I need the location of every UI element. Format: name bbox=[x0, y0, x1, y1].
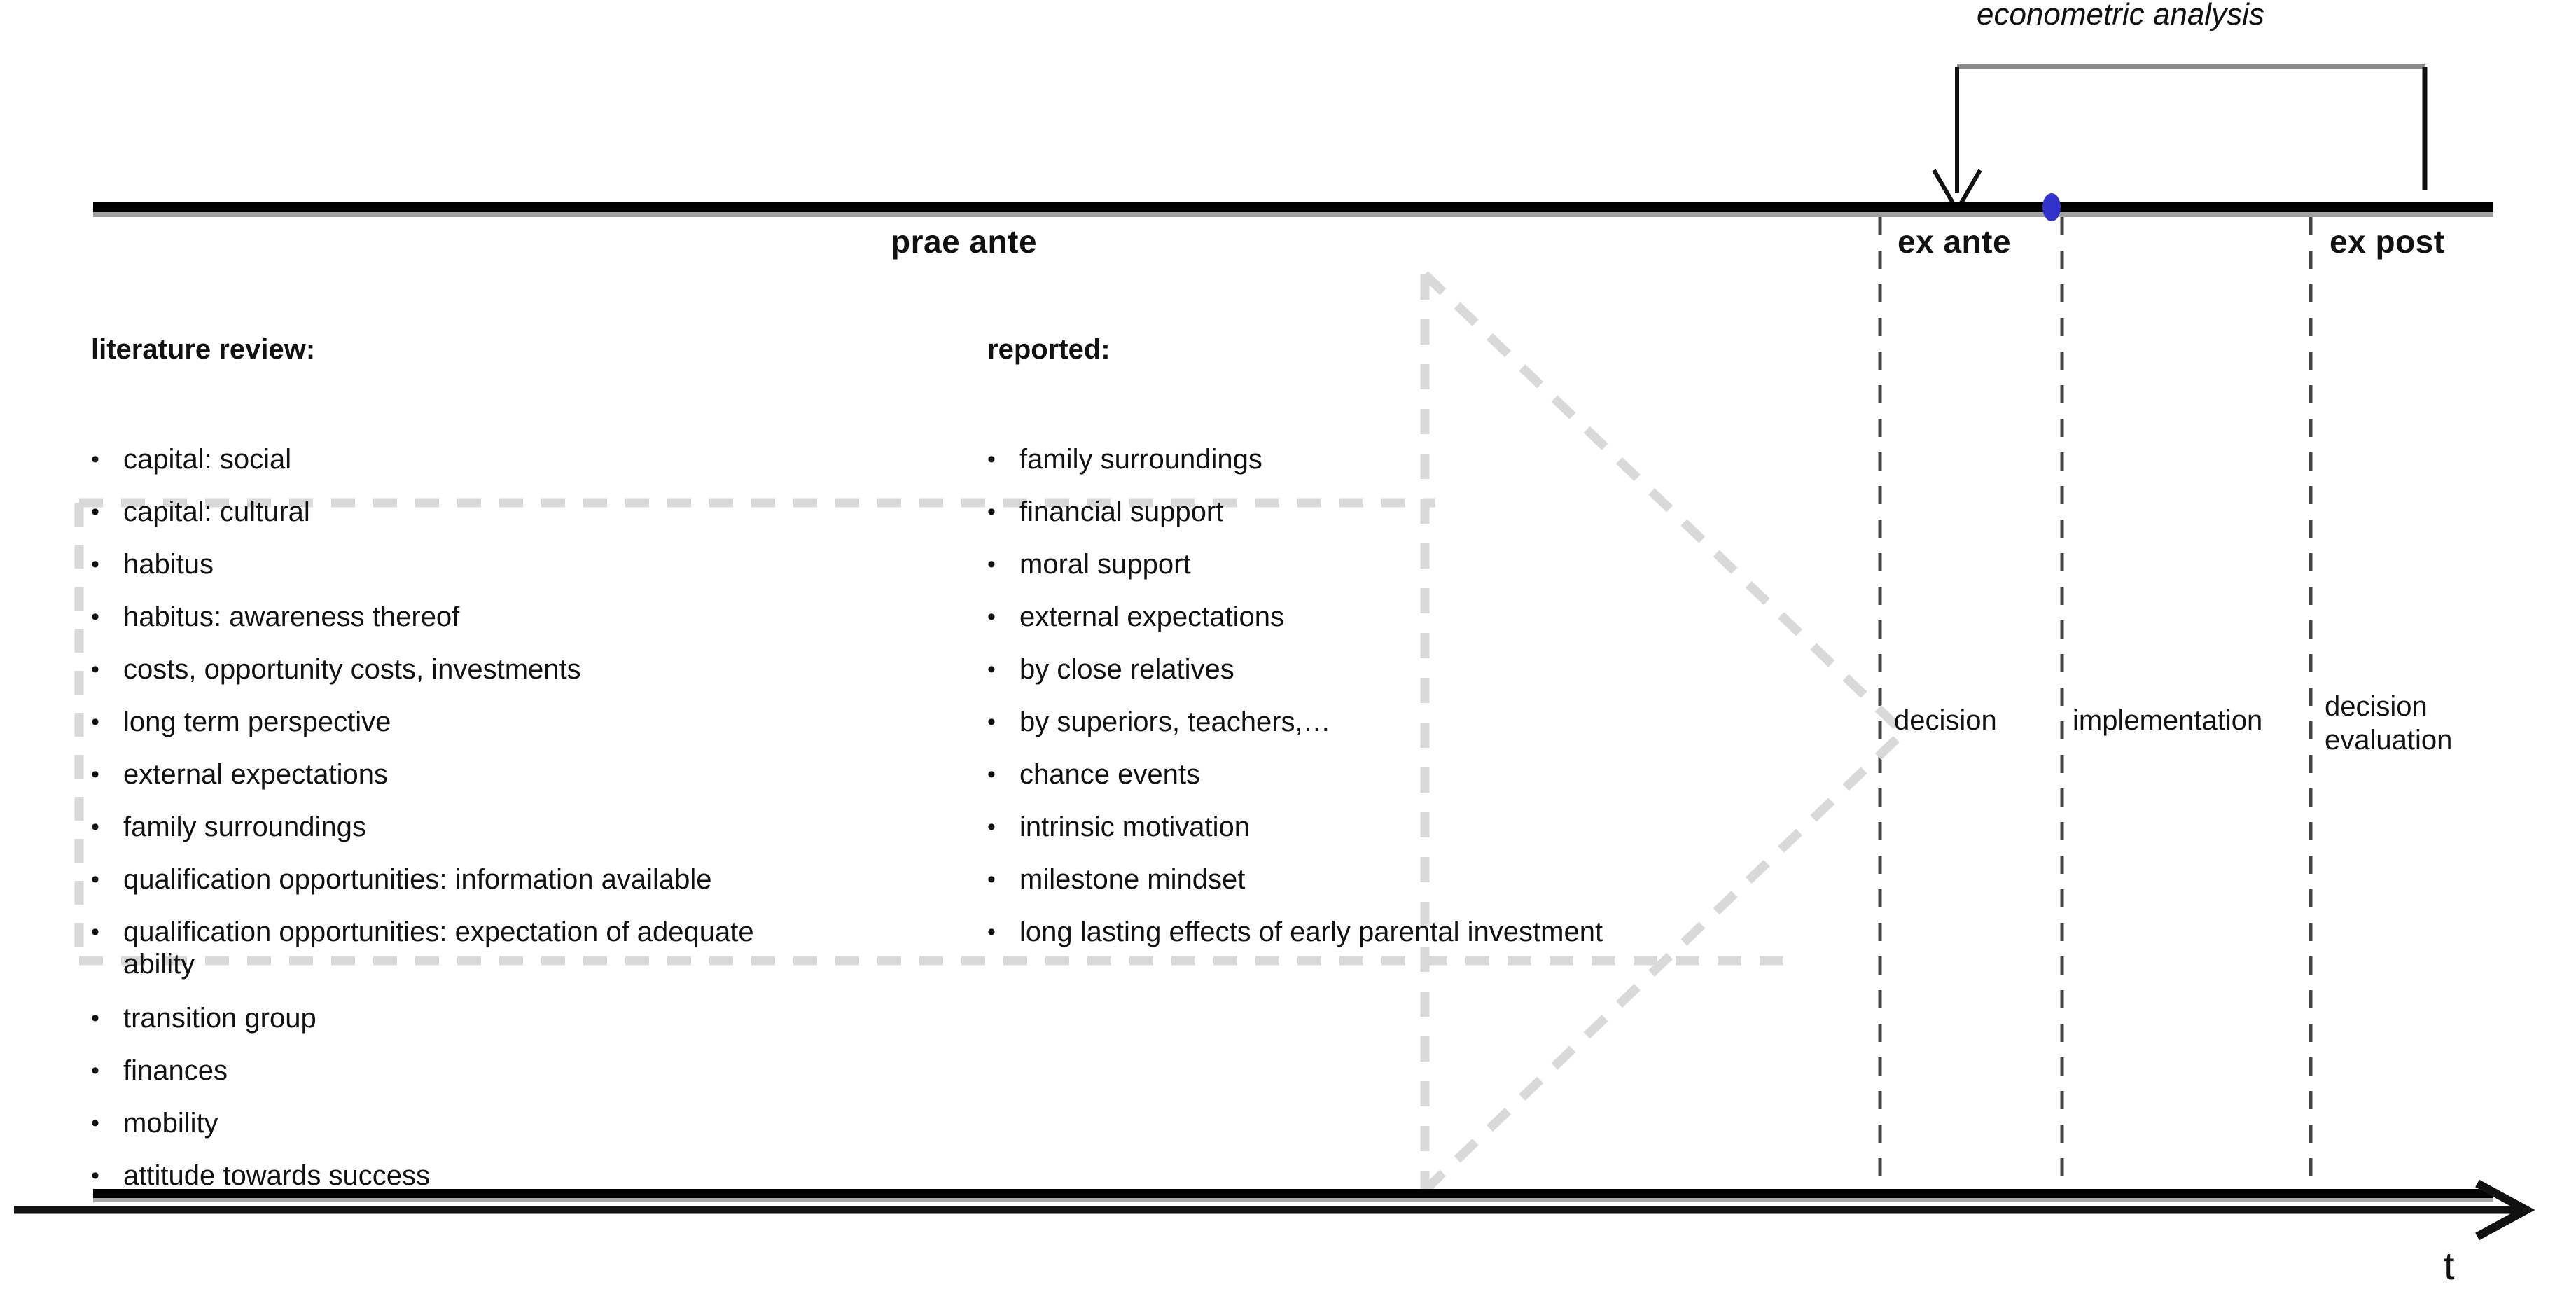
literature-review-item: • external expectations bbox=[91, 758, 388, 791]
time-axis-variable-label: t bbox=[2444, 1244, 2455, 1288]
reported-item-label: long lasting effects of early parental i… bbox=[1019, 917, 1603, 947]
period-dividers bbox=[1878, 217, 2313, 1189]
bullet-dot-icon: • bbox=[987, 866, 996, 893]
literature-review-item: • qualification opportunities: expectatio… bbox=[91, 916, 754, 980]
bullet-dot-icon: • bbox=[91, 919, 99, 945]
literature-review-item: • family surroundings bbox=[91, 811, 366, 843]
stage-label-implementation: implementation bbox=[2073, 705, 2263, 736]
bullet-dot-icon: • bbox=[91, 814, 99, 840]
bullet-dot-icon: • bbox=[91, 446, 99, 473]
bullet-dot-icon: • bbox=[91, 1110, 99, 1136]
period-label-ex-ante: ex ante bbox=[1898, 223, 2012, 260]
funnel-upper-diagonal bbox=[1421, 271, 1902, 732]
reported-item: • intrinsic motivation bbox=[987, 811, 1250, 843]
bottom-inner-rule bbox=[93, 1189, 2493, 1198]
econometric-analysis-bracket bbox=[1932, 64, 2428, 211]
literature-review-item-label: habitus: awareness thereof bbox=[123, 601, 460, 632]
convergence-funnel bbox=[1420, 271, 1902, 1194]
bullet-dot-icon: • bbox=[987, 499, 996, 525]
econometric-analysis-caption: econometric analysis bbox=[1977, 0, 2264, 32]
bullet-dot-icon: • bbox=[987, 551, 996, 578]
literature-review-item-label: attitude towards success bbox=[123, 1160, 430, 1191]
literature-review-item: • costs, opportunity costs, investments bbox=[91, 653, 581, 686]
bullet-dot-icon: • bbox=[91, 866, 99, 893]
literature-review-item: • habitus bbox=[91, 548, 214, 580]
reported-item: • family surroundings bbox=[987, 443, 1262, 475]
literature-review-item: • transition group bbox=[91, 1002, 316, 1034]
reported-item-label: by superiors, teachers,… bbox=[1019, 707, 1331, 737]
top-rule-shadow bbox=[93, 212, 2493, 217]
column-heading-literature-review: literature review: bbox=[91, 334, 316, 365]
literature-review-item: • capital: cultural bbox=[91, 496, 310, 528]
bottom-inner-rule-shadow bbox=[93, 1198, 2493, 1202]
reported-item-label: by close relatives bbox=[1019, 654, 1234, 685]
reported-item-label: family surroundings bbox=[1019, 444, 1262, 475]
bullet-dot-icon: • bbox=[91, 709, 99, 735]
bullet-dot-icon: • bbox=[987, 604, 996, 630]
reported-item-label: moral support bbox=[1019, 549, 1191, 580]
column-heading-reported: reported: bbox=[987, 334, 1111, 365]
literature-review-item: • long term perspective bbox=[91, 706, 391, 738]
bullet-dot-icon: • bbox=[91, 604, 99, 630]
decision-point-marker bbox=[2042, 193, 2061, 221]
literature-review-item: • finances bbox=[91, 1055, 228, 1087]
reported-item: • moral support bbox=[987, 548, 1191, 580]
literature-review-item-label: habitus bbox=[123, 549, 214, 580]
time-axis-arrowhead-icon bbox=[2475, 1179, 2535, 1241]
literature-review-item-label: mobility bbox=[123, 1108, 218, 1139]
literature-review-item-label: long term perspective bbox=[123, 707, 391, 737]
bullet-dot-icon: • bbox=[91, 1162, 99, 1189]
bullet-dot-icon: • bbox=[91, 499, 99, 525]
bullet-dot-icon: • bbox=[91, 1057, 99, 1084]
period-label-ex-post: ex post bbox=[2330, 223, 2445, 260]
stage-label-decision: decision bbox=[1894, 705, 1997, 736]
reported-item: • by superiors, teachers,… bbox=[987, 706, 1331, 738]
literature-review-item-label: finances bbox=[123, 1055, 228, 1086]
literature-review-item: • mobility bbox=[91, 1107, 218, 1139]
period-label-prae-ante: prae ante bbox=[891, 223, 1038, 260]
bullet-dot-icon: • bbox=[91, 551, 99, 578]
reported-item-label: external expectations bbox=[1019, 601, 1285, 632]
literature-review-item-label: capital: cultural bbox=[123, 496, 310, 527]
reported-item: • chance events bbox=[987, 758, 1200, 791]
bullet-dot-icon: • bbox=[987, 709, 996, 735]
literature-review-item-label: qualification opportunities: expectation… bbox=[123, 917, 754, 980]
literature-review-item-label: transition group bbox=[123, 1003, 316, 1034]
literature-review-item-label: costs, opportunity costs, investments bbox=[123, 654, 581, 685]
reported-item-label: chance events bbox=[1019, 759, 1200, 790]
reported-item: • long lasting effects of early parental … bbox=[987, 916, 1603, 948]
reported-item-label: financial support bbox=[1019, 496, 1224, 527]
literature-review-item: • habitus: awareness thereof bbox=[91, 601, 459, 633]
funnel-lower-diagonal bbox=[1421, 733, 1902, 1194]
top-rule-bar bbox=[93, 202, 2493, 212]
literature-review-item-label: qualification opportunities: information… bbox=[123, 864, 712, 895]
literature-review-item: • attitude towards success bbox=[91, 1160, 430, 1192]
literature-review-item-label: family surroundings bbox=[123, 812, 366, 842]
reported-item: • financial support bbox=[987, 496, 1223, 528]
reported-item: • by close relatives bbox=[987, 653, 1234, 686]
bullet-dot-icon: • bbox=[987, 919, 996, 945]
reported-item: • milestone mindset bbox=[987, 863, 1245, 896]
bullet-dot-icon: • bbox=[91, 656, 99, 683]
literature-review-item: • capital: social bbox=[91, 443, 291, 475]
reported-item: • external expectations bbox=[987, 601, 1284, 633]
bracket-arrowhead-icon bbox=[1932, 169, 1982, 211]
bullet-dot-icon: • bbox=[987, 446, 996, 473]
reported-item-label: milestone mindset bbox=[1019, 864, 1246, 895]
stage-label-decision-evaluation: decision evaluation bbox=[2325, 691, 2453, 756]
top-timeline-rule bbox=[93, 193, 2493, 221]
bullet-dot-icon: • bbox=[987, 761, 996, 788]
bullet-dot-icon: • bbox=[987, 814, 996, 840]
bullet-dot-icon: • bbox=[987, 656, 996, 683]
bullet-dot-icon: • bbox=[91, 1005, 99, 1031]
bullet-dot-icon: • bbox=[91, 761, 99, 788]
reported-item-label: intrinsic motivation bbox=[1019, 812, 1251, 842]
literature-review-item-label: capital: social bbox=[123, 444, 292, 475]
literature-review-item-label: external expectations bbox=[123, 759, 389, 790]
literature-review-item: • qualification opportunities: informatio… bbox=[91, 863, 712, 896]
